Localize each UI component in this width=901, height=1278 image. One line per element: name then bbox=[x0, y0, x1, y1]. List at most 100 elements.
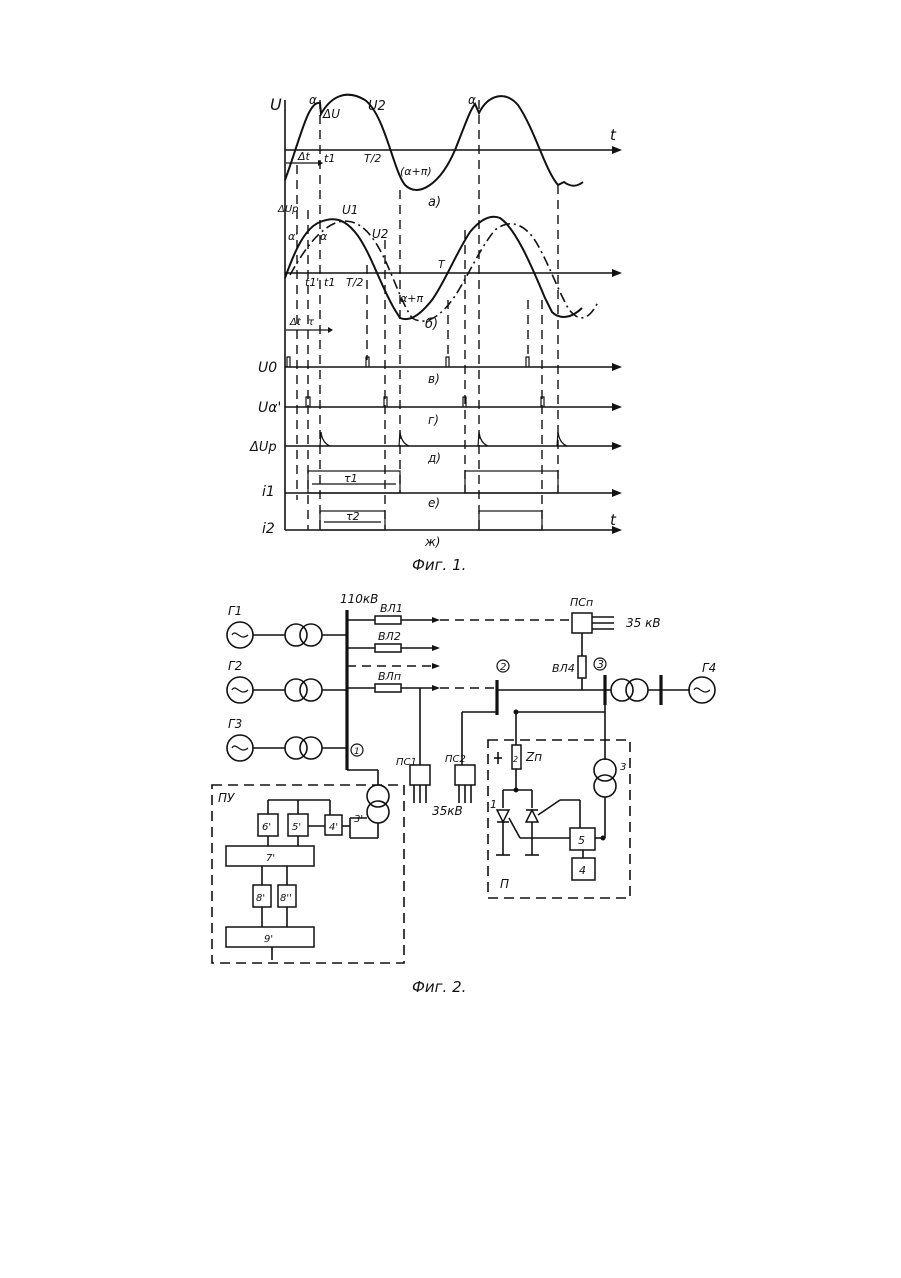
arrow-icon bbox=[328, 327, 333, 333]
arrow-icon bbox=[612, 489, 622, 497]
label-gen3: Г3 bbox=[228, 717, 242, 731]
figure-1: U t t α α ΔU U2 Δt t1 T/2 (α+π) a) ΔUр U… bbox=[249, 93, 622, 574]
label-T: T bbox=[438, 258, 446, 271]
pulses-U0 bbox=[287, 357, 529, 367]
label-T-half: T/2 bbox=[364, 152, 381, 165]
label-g: г) bbox=[428, 413, 439, 427]
transformer-icon bbox=[367, 801, 389, 823]
label-ps2: ПС2 bbox=[445, 754, 466, 765]
label-U2: U2 bbox=[372, 227, 388, 241]
label-35kv-right: 35 кВ bbox=[626, 616, 661, 630]
label-delta-Up: ΔUр bbox=[277, 204, 299, 215]
label-alpha-pi: (α+π) bbox=[400, 165, 432, 178]
thyristor-icon bbox=[497, 810, 509, 822]
generator-icon bbox=[227, 622, 253, 648]
junction-dot bbox=[601, 836, 606, 841]
transformer-icon bbox=[594, 775, 616, 797]
label-delta-U: ΔU bbox=[322, 107, 340, 121]
label-tau2: τ2 bbox=[346, 510, 360, 523]
spikes-dUp bbox=[320, 432, 567, 446]
label-7p: 7' bbox=[266, 853, 275, 864]
label-alpha: α bbox=[468, 93, 476, 107]
arrow-icon bbox=[612, 269, 622, 277]
figure-2-caption: Фиг. 2. bbox=[412, 978, 466, 996]
waveform-b-dashdot bbox=[290, 221, 598, 321]
arrow-icon bbox=[612, 442, 622, 450]
figure-1-caption: Фиг. 1. bbox=[412, 556, 466, 574]
label-linen: ВЛп bbox=[378, 670, 401, 683]
wire bbox=[538, 800, 560, 815]
row-label-i2: i2 bbox=[262, 521, 275, 537]
label-zn: Zп bbox=[525, 750, 542, 764]
label-n5: 5 bbox=[578, 834, 585, 847]
sine-icon bbox=[232, 688, 248, 692]
label-psn: ПСп bbox=[570, 596, 593, 609]
label-T-half: T/2 bbox=[346, 276, 363, 289]
pulses-Ualpha bbox=[306, 397, 544, 407]
arrow-icon bbox=[432, 617, 440, 623]
label-8p: 8' bbox=[256, 893, 265, 904]
label-U2: U2 bbox=[368, 99, 386, 114]
label-n4: 4 bbox=[579, 864, 586, 877]
label-b: б) bbox=[425, 317, 438, 332]
pulse-i2 bbox=[479, 511, 542, 530]
label-gen1: Г1 bbox=[228, 604, 242, 618]
label-35kv-bottom: 35кВ bbox=[432, 804, 463, 818]
label-6p: 6' bbox=[262, 822, 271, 833]
label-line4: ВЛ4 bbox=[552, 662, 575, 675]
arrow-icon bbox=[612, 363, 622, 371]
label-delta-t: Δt bbox=[289, 317, 302, 328]
label-v: в) bbox=[428, 372, 440, 386]
line-impedance bbox=[375, 684, 401, 692]
arrow-icon bbox=[432, 685, 440, 691]
node-2-marker: 2 bbox=[500, 662, 506, 673]
line-impedance bbox=[375, 644, 401, 652]
figure-2: 110кВ Г1 Г2 Г3 ВЛ1 ВЛ2 bbox=[212, 592, 716, 996]
label-U1: U1 bbox=[342, 203, 358, 217]
label-a: a) bbox=[428, 195, 441, 210]
label-8pp: 8'' bbox=[280, 893, 292, 904]
row-label-U0: U0 bbox=[258, 360, 277, 376]
row-label-Ualpha: Uα' bbox=[258, 400, 281, 416]
label-n2: 2 bbox=[513, 755, 518, 764]
generator-icon bbox=[227, 677, 253, 703]
label-line1: ВЛ1 bbox=[380, 602, 403, 615]
arrow-icon bbox=[432, 663, 440, 669]
label-alpha: α bbox=[320, 230, 328, 243]
sine-icon bbox=[232, 746, 248, 750]
label-tau1: τ1 bbox=[344, 472, 358, 485]
generator-icon bbox=[227, 735, 253, 761]
label-p: П bbox=[500, 877, 509, 891]
label-4p: 4' bbox=[329, 822, 338, 833]
label-alpha: α bbox=[309, 93, 317, 107]
label-t1-prime: t1' bbox=[305, 276, 319, 289]
axis-label-U: U bbox=[270, 95, 282, 114]
arrow-icon bbox=[612, 403, 622, 411]
label-5p: 5' bbox=[292, 822, 301, 833]
label-alpha-prime: α' bbox=[288, 230, 298, 243]
label-d: д) bbox=[427, 451, 441, 465]
node-1-marker: 1 bbox=[354, 747, 360, 757]
line-impedance bbox=[578, 656, 586, 678]
label-gen2: Г2 bbox=[228, 659, 242, 673]
axis-label-t: t bbox=[610, 511, 617, 529]
label-n3: 3 bbox=[620, 762, 626, 773]
label-gen4: Г4 bbox=[702, 661, 716, 675]
sine-icon bbox=[232, 633, 248, 637]
label-110kv: 110кВ bbox=[340, 592, 378, 606]
row-label-dUp: ΔUр bbox=[249, 440, 277, 455]
transformer-icon bbox=[300, 737, 322, 759]
label-pu: ПУ bbox=[218, 791, 235, 805]
thyristor-icon bbox=[526, 810, 538, 822]
row-label-i1: i1 bbox=[262, 484, 275, 500]
junction-dot bbox=[514, 710, 519, 715]
label-9p: 9' bbox=[264, 934, 273, 945]
sine-icon bbox=[694, 688, 710, 692]
label-e: е) bbox=[428, 496, 440, 510]
arrow-icon bbox=[432, 645, 440, 651]
substation-ps1 bbox=[410, 765, 430, 785]
axis-label-t: t bbox=[610, 126, 617, 144]
generator-icon bbox=[689, 677, 715, 703]
